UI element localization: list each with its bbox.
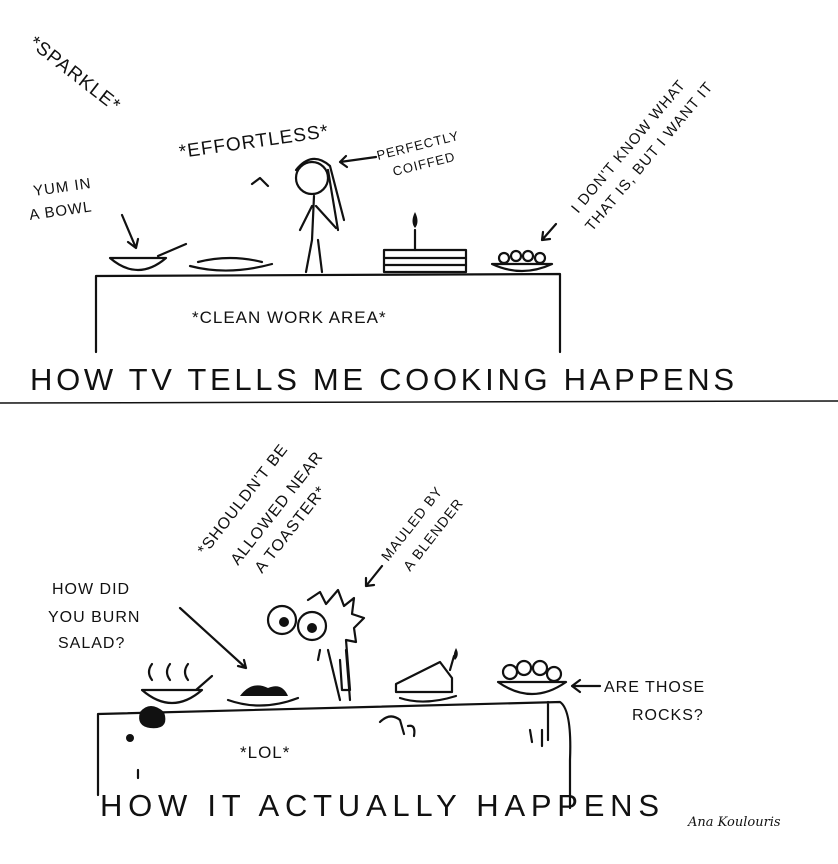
want-label-2: THAT IS, BUT I WANT IT [582, 78, 717, 234]
cake-slice-icon [394, 648, 458, 703]
table [96, 700, 572, 810]
burnt-pot-icon [126, 662, 214, 742]
effortless-label: *EFFORTLESS* [178, 121, 330, 163]
rocks-label-1: ARE THOSE [604, 679, 705, 696]
bowl-label-2: A BOWL [28, 198, 93, 224]
arrow-icon [570, 678, 602, 694]
cake-icon [382, 212, 468, 274]
burnt-salad-icon [226, 685, 300, 707]
drip-icon [136, 728, 544, 780]
bowl-icon [108, 242, 188, 271]
bottom-panel: *SHOULDN'T BE ALLOWED NEAR A TOASTER* MA… [48, 441, 781, 830]
arrow-icon [364, 564, 384, 588]
sparkle-mark-icon [250, 176, 270, 188]
messy-person-figure [266, 588, 366, 702]
top-panel: *SPARKLE* *EFFORTLESS* PERFECTLY COIFFED… [25, 32, 735, 397]
arrow-icon [540, 222, 558, 242]
want-label-1: I DON'T KNOW WHAT [568, 77, 689, 217]
mystery-dish-icon [490, 249, 554, 273]
person-figure [294, 157, 346, 274]
arrow-icon [338, 154, 378, 169]
rocks-label-2: ROCKS? [632, 707, 704, 724]
arrow-icon [120, 213, 140, 250]
arrow-icon [178, 606, 248, 670]
signature: Ana Koulouris [687, 815, 781, 830]
rocks-bowl-icon [496, 659, 568, 695]
salad-label-1: HOW DID [52, 581, 130, 598]
sparkle-label: *SPARKLE* [25, 32, 125, 116]
salad-label-2: YOU BURN [48, 609, 140, 626]
bowl-label-1: YUM IN [32, 175, 92, 200]
clean-work-area-label: *CLEAN WORK AREA* [192, 308, 387, 327]
lol-label: *LOL* [240, 743, 290, 762]
spill-icon [378, 715, 416, 738]
table [94, 272, 562, 354]
panel-divider [0, 400, 838, 404]
top-caption: HOW TV TELLS ME COOKING HAPPENS [30, 362, 735, 397]
bottom-caption: HOW IT ACTUALLY HAPPENS [100, 788, 660, 823]
plate-icon [188, 256, 274, 272]
salad-label-3: SALAD? [58, 635, 125, 652]
